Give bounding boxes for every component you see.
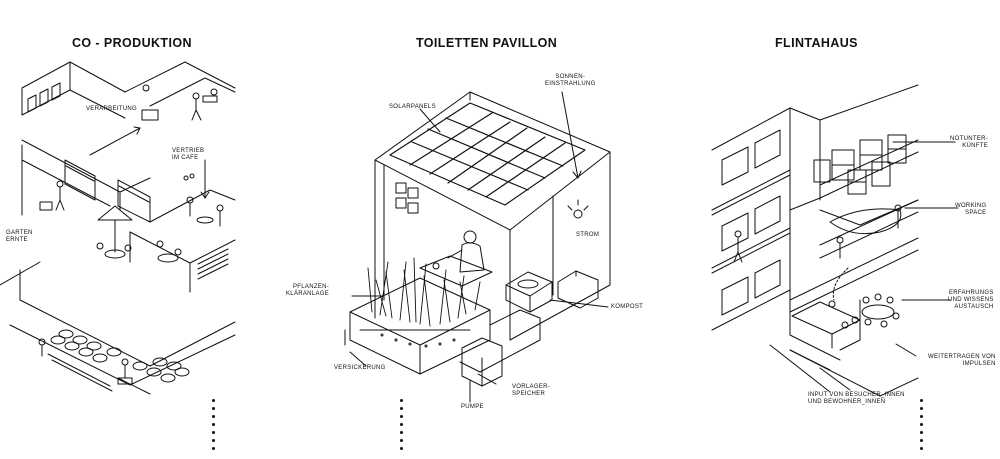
label-kompost: KOMPOST (611, 304, 644, 310)
label-versickerung: VERSICKERUNG (334, 365, 386, 371)
label-erfahrungs-austausch: ERFAHRUNGS UND WISSENS AUSTAUSCH (948, 290, 994, 310)
label-verarbeitung: VERARBEITUNG (86, 106, 137, 112)
dotted-divider-left (212, 399, 216, 455)
label-weitertragen-von-impulsen: WEITERTRAGEN VON IMPULSEN (928, 354, 996, 367)
panel-title-co-produktion: CO - PRODUKTION (72, 36, 192, 50)
label-pflanzen-klaeranlage: PFLANZEN- KLÄRANLAGE (286, 284, 330, 297)
panel-title-toiletten-pavillon: TOILETTEN PAVILLON (416, 36, 558, 50)
label-sonnen-einstrahlung: SONNEN- EINSTRAHLUNG (545, 74, 596, 87)
label-vertrieb-im-cafe: VERTRIEB IM CAFE (172, 148, 205, 161)
solar-panels (389, 102, 586, 206)
label-garten-ernte: GARTEN ERNTE (6, 230, 33, 243)
panel-title-flintahaus: FLINTAHAUS (775, 36, 858, 50)
label-working-space: WORKING SPACE (955, 203, 987, 216)
label-vorlager-speicher: VORLAGER- SPEICHER (512, 384, 551, 397)
co-produktion-drawing (0, 61, 236, 395)
dotted-divider-right (920, 399, 924, 455)
garden-plants (47, 329, 190, 395)
flintahaus-drawing (711, 84, 959, 397)
toiletten-pavillon-drawing (344, 91, 611, 403)
label-input-besucher-bewohner: INPUT VON BESUCHER_INNEN UND BEWOHNER_IN… (808, 392, 905, 405)
dotted-divider-center (400, 399, 404, 455)
label-strom: STROM (576, 232, 600, 238)
bunk-beds (813, 134, 907, 195)
label-notunterkuenfte: NOTUNTER- KÜNFTE (950, 136, 989, 149)
label-pumpe: PUMPE (461, 404, 484, 410)
reeds (367, 257, 481, 327)
label-solarpanels: SOLARPANELS (389, 104, 436, 110)
